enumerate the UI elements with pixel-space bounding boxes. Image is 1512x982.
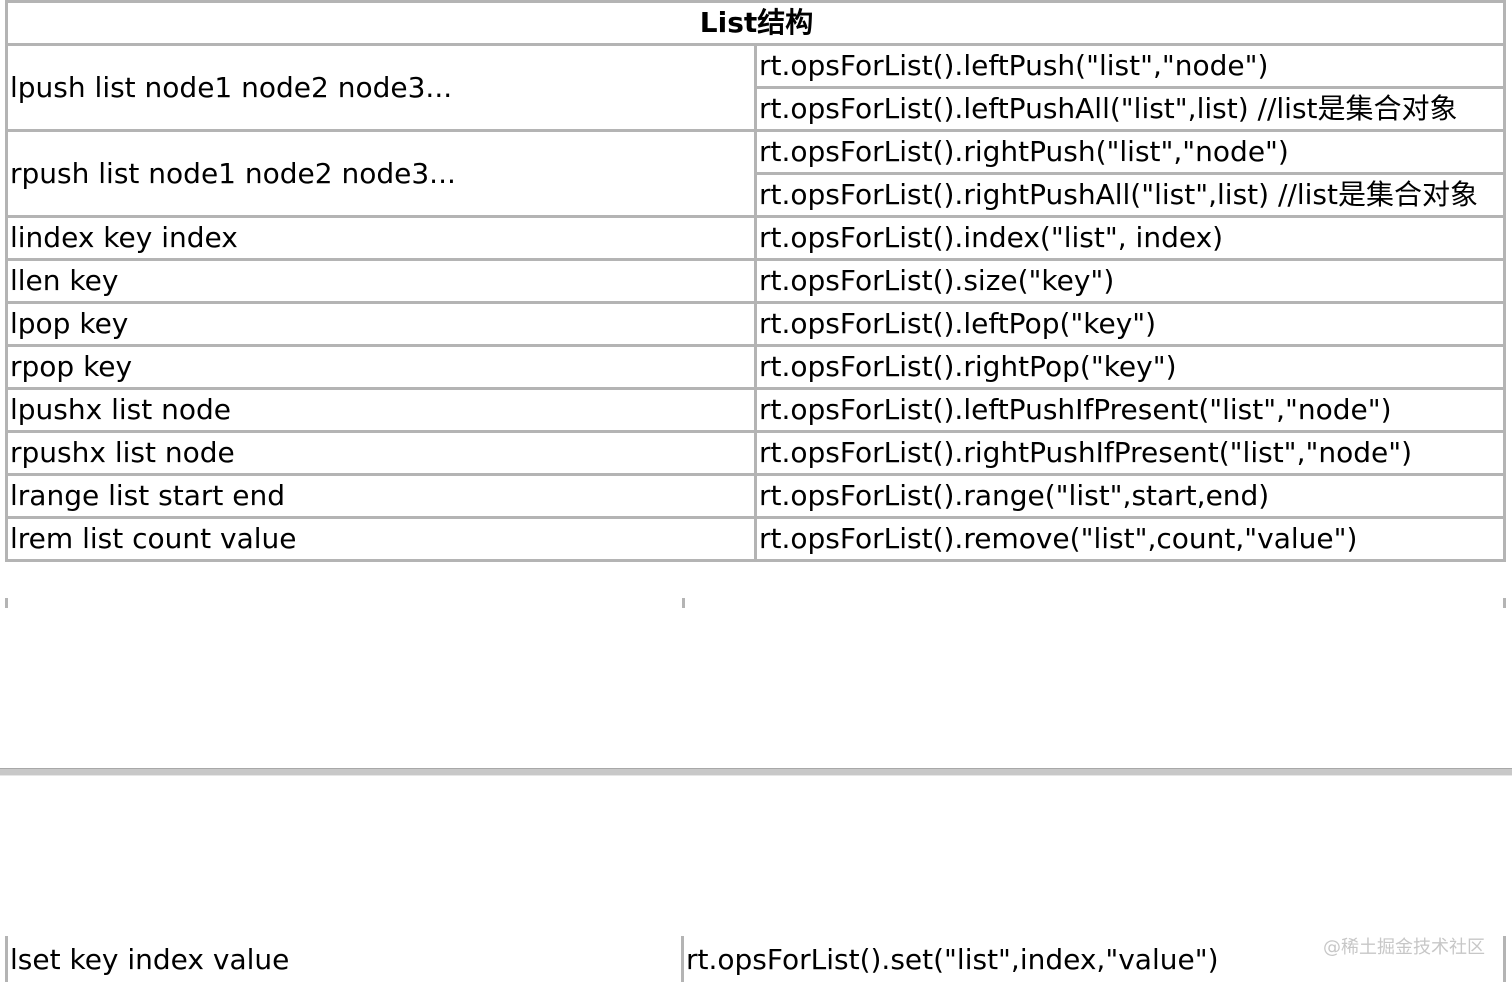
command-cell: rpush list node1 node2 node3... (5, 129, 757, 218)
table-row: rt.opsForList().leftPushAll("list",list)… (7, 86, 1506, 132)
command-cell: lpushx list node (5, 387, 757, 433)
column-divider (1503, 598, 1506, 608)
page-break-separator (0, 768, 1512, 776)
method-cell: rt.opsForList().size("key") (754, 258, 1506, 304)
command-cell: lrange list start end (5, 473, 757, 519)
table-row: rpop key rt.opsForList().rightPop("key") (5, 344, 1506, 390)
table-row: rpush list node1 node2 node3... rt.opsFo… (5, 129, 1506, 218)
table-row: llen key rt.opsForList().size("key") (5, 258, 1506, 304)
column-divider (5, 936, 8, 982)
method-cell: rt.opsForList().leftPushIfPresent("list"… (754, 387, 1506, 433)
command-cell: lpush list node1 node2 node3... (5, 43, 757, 132)
command-cell: lpop key (5, 301, 757, 347)
table-row: rt.opsForList().rightPushAll("list",list… (7, 172, 1506, 218)
method-cell: rt.opsForList().rightPushAll("list",list… (754, 172, 1506, 218)
column-divider (1503, 936, 1506, 982)
method-cell: rt.opsForList().range("list",start,end) (754, 473, 1506, 519)
method-cell: rt.opsForList().leftPushAll("list",list)… (754, 86, 1506, 132)
table-title: List结构 (5, 0, 1506, 46)
command-cell: lset key index value (10, 943, 290, 976)
table-fragment-row: lset key index value rt.opsForList().set… (5, 936, 1506, 982)
table-continuation-stub (5, 598, 1506, 608)
method-cell: rt.opsForList().index("list", index) (754, 215, 1506, 261)
method-cell: rt.opsForList().leftPush("list","node") (754, 43, 1506, 89)
table-header-row: List结构 (5, 0, 1506, 46)
method-cell: rt.opsForList().leftPop("key") (754, 301, 1506, 347)
method-cell: rt.opsForList().rightPushIfPresent("list… (754, 430, 1506, 476)
command-cell: rpop key (5, 344, 757, 390)
column-divider (681, 936, 684, 982)
table-row: lrange list start end rt.opsForList().ra… (5, 473, 1506, 519)
table-row: lindex key index rt.opsForList().index("… (5, 215, 1506, 261)
command-cell: lrem list count value (5, 516, 757, 562)
method-cell: rt.opsForList().remove("list",count,"val… (754, 516, 1506, 562)
table-row: lrem list count value rt.opsForList().re… (5, 516, 1506, 562)
table-row: lpush list node1 node2 node3... rt.opsFo… (5, 43, 1506, 132)
method-cell: rt.opsForList().rightPush("list","node") (754, 129, 1506, 175)
table-row: lpushx list node rt.opsForList().leftPus… (5, 387, 1506, 433)
table-row: lpop key rt.opsForList().leftPop("key") (5, 301, 1506, 347)
method-cell: rt.opsForList().rightPop("key") (754, 344, 1506, 390)
watermark: @稀土掘金技术社区 (1323, 937, 1485, 958)
command-cell: lindex key index (5, 215, 757, 261)
column-divider (682, 598, 685, 608)
command-cell: llen key (5, 258, 757, 304)
method-cell: rt.opsForList().set("list",index,"value"… (686, 943, 1219, 976)
table-row: rpushx list node rt.opsForList().rightPu… (5, 430, 1506, 476)
command-cell: rpushx list node (5, 430, 757, 476)
list-structure-table: List结构 lpush list node1 node2 node3... r… (5, 0, 1506, 562)
